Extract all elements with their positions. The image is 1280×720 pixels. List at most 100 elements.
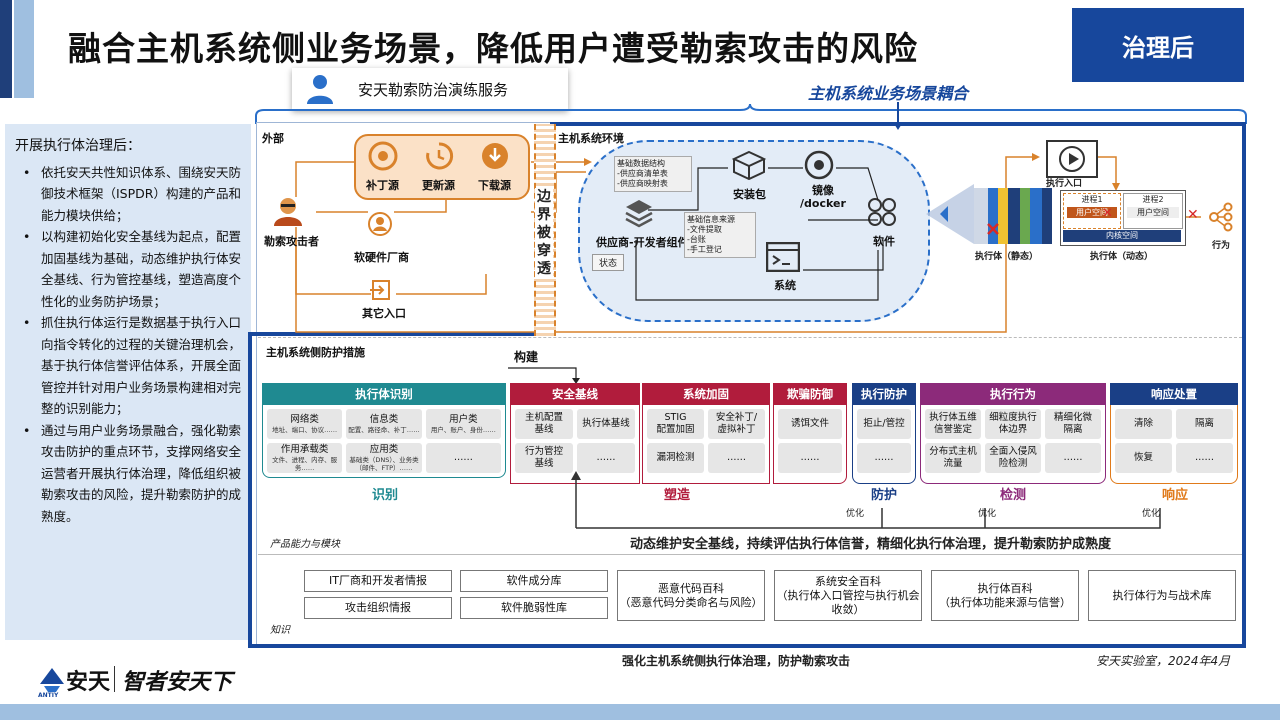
behavior-cell: 精细化微 隔离 [1045,409,1101,439]
border-penetrated-label: 边界被穿透 [535,188,553,278]
system-label: 系统 [774,279,796,292]
deception-cell: …… [778,443,842,473]
block-x-icon: ✕ [1187,207,1199,223]
play-icon [1059,146,1085,172]
kernel-space-label: 内核空间 [1063,230,1181,242]
strategy-slogan: 动态维护安全基线，持续评估执行体信誉，精细化执行体治理，提升勒索防护成熟度 [630,537,1112,552]
category-exec-protect: 执行防护 拒止/管控 …… [852,383,916,484]
baseline-cell: 行为管控 基线 [515,443,573,473]
exec-dynamic-box: 进程1 用户空间 进程2 用户空间 内核空间 [1060,190,1186,246]
deception-cell: 诱饵文件 [778,409,842,439]
supply-chain-arrows [635,167,884,301]
category-identify: 执行体识别 网络类地址、端口、协议…… 信息类配置、路径命、补丁…… 用户类用户… [262,383,506,478]
process1-label: 进程1 [1081,195,1103,204]
knowledge-vuln-db: 软件脆弱性库 [460,597,608,619]
baseline-cell: 执行体基线 [577,409,635,439]
antiy-logo-mark [40,668,64,692]
protection-title: 主机系统侧防护措施 [266,346,365,359]
user-space-label: 用户空间 [1127,207,1179,218]
supply-chain-label: 供应商-开发者组件 [596,236,689,249]
identify-cell-user: 用户类用户、账户、身份…… [425,409,501,439]
category-baseline: 安全基线 主机配置 基线 执行体基线 行为管控 基线 …… [510,383,640,484]
user-icon [292,73,348,105]
coupling-label: 主机系统业务场景耦合 [808,84,969,103]
exec-static-bars [926,184,1052,244]
category-hardening: 系统加固 STIG 配置加固 安全补丁/ 虚拟补丁 漏洞检测 …… [642,383,770,484]
response-cell: 清除 [1115,409,1172,439]
software-icon [866,196,898,232]
identify-cell-info: 信息类配置、路径命、补丁…… [346,409,422,439]
category-header: 欺骗防御 [773,383,847,405]
build-arrow [508,367,580,384]
attack-flow-lines [295,153,1201,333]
category-header: 响应处置 [1110,383,1238,405]
optimize-label: 优化 [1142,509,1161,519]
image-label: 镜像 /docker [800,184,846,210]
logo-slogan: 智者安天下 [122,670,233,695]
hardening-cell: …… [708,443,765,473]
optimize-label: 优化 [846,509,865,519]
software-label: 软件 [873,235,895,248]
bullet-item: 以构建初始化安全基线为起点，配置加固基线为基础，动态维护执行体安全基线、行为管控… [23,226,243,312]
knowledge-behavior-db: 执行体行为与战术库 [1088,570,1236,621]
response-cell: 隔离 [1176,409,1233,439]
user-space-label: 用户空间 [1067,207,1117,218]
base-info-box: 基础信息来源 -文件提取 -台账 -手工登记 [684,212,756,258]
vendor-label: 软硬件厂商 [354,251,409,264]
behavior-cell: …… [1045,443,1101,473]
stage-identify: 识别 [371,488,398,503]
logo-sub: ANTIY [38,692,59,699]
page-title: 融合主机系统侧业务场景，降低用户遭受勒索攻击的风险 [68,29,918,68]
knowledge-sca-db: 软件成分库 [460,570,608,592]
patch-source-icon [368,141,398,175]
process1-box: 进程1 用户空间 [1063,193,1121,229]
outside-label: 外部 [262,132,284,145]
stage-detect: 检测 [999,488,1026,503]
identify-cell-network: 网络类地址、端口、协议…… [267,409,343,439]
exec-static-label: 执行体（静态） [975,252,1039,262]
bottom-bar [0,704,1280,720]
category-header: 执行防护 [852,383,916,405]
info-line: -手工登记 [687,245,722,254]
bullet-item: 通过与用户业务场景融合，强化勒索攻击防护的重点环节，支撑网络安全运营者开展执行体… [23,420,243,528]
knowledge-divider [258,554,1242,555]
baseline-cell: 主机配置 基线 [515,409,573,439]
exec-protect-cell: 拒止/管控 [857,409,911,439]
product-label: 产品能力与模块 [270,539,340,550]
bullet-list: 依托安天共性知识体系、围绕安天防御技术框架（ISPDR）构建的产品和能力模块供给… [5,162,251,528]
knowledge-system-wiki: 系统安全百科 （执行体入口管控与执行机会收敛） [774,570,922,621]
update-source-label: 更新源 [422,179,455,192]
build-label: 构建 [514,350,539,364]
process2-label: 进程2 [1142,195,1164,204]
host-env-label: 主机系统环境 [558,132,624,145]
category-header: 安全基线 [510,383,640,405]
note-line: 基础数据结构 [617,159,665,168]
behavior-cell: 分布式主机 流量 [925,443,981,473]
knowledge-malware-wiki: 恶意代码百科 （恶意代码分类命名与风险） [617,570,765,621]
exec-dynamic-label: 执行体（动态） [1090,252,1154,262]
knowledge-attack-group-intel: 攻击组织情报 [304,597,452,619]
supply-notes-box: 基础数据结构 -供应商清单表 -供应商映射表 [614,156,692,192]
terminal-icon [765,241,801,276]
update-source-icon [424,141,454,175]
identify-cell-more: …… [425,443,501,473]
vendor-icon [368,212,392,240]
service-box: 安天勒索防治演练服务 [292,68,568,110]
other-entry-label: 其它入口 [362,307,406,320]
footer-caption: 强化主机系统侧执行体治理，防护勒索攻击 [622,654,851,668]
package-icon [731,150,767,184]
info-line: -台账 [687,235,706,244]
bullet-item: 抓住执行体运行是数据基于执行入口向指令转化的过程的关键治理机会，基于执行体信誉评… [23,312,243,420]
package-label: 安装包 [733,188,766,201]
hardening-cell: 安全补丁/ 虚拟补丁 [708,409,765,439]
bullet-item: 依托安天共性知识体系、围绕安天防御技术框架（ISPDR）构建的产品和能力模块供给… [23,162,243,227]
attacker-icon [270,196,306,232]
download-source-icon [480,141,510,175]
footer-credit: 安天实验室，2024年4月 [1096,654,1231,668]
entry-icon [370,278,394,306]
stage-shape: 塑造 [663,488,690,503]
stage-protect: 防护 [870,488,897,503]
status-tag: 治理后 [1072,8,1244,82]
hardening-cell: STIG 配置加固 [647,409,704,439]
hardening-cell: 漏洞检测 [647,443,704,473]
